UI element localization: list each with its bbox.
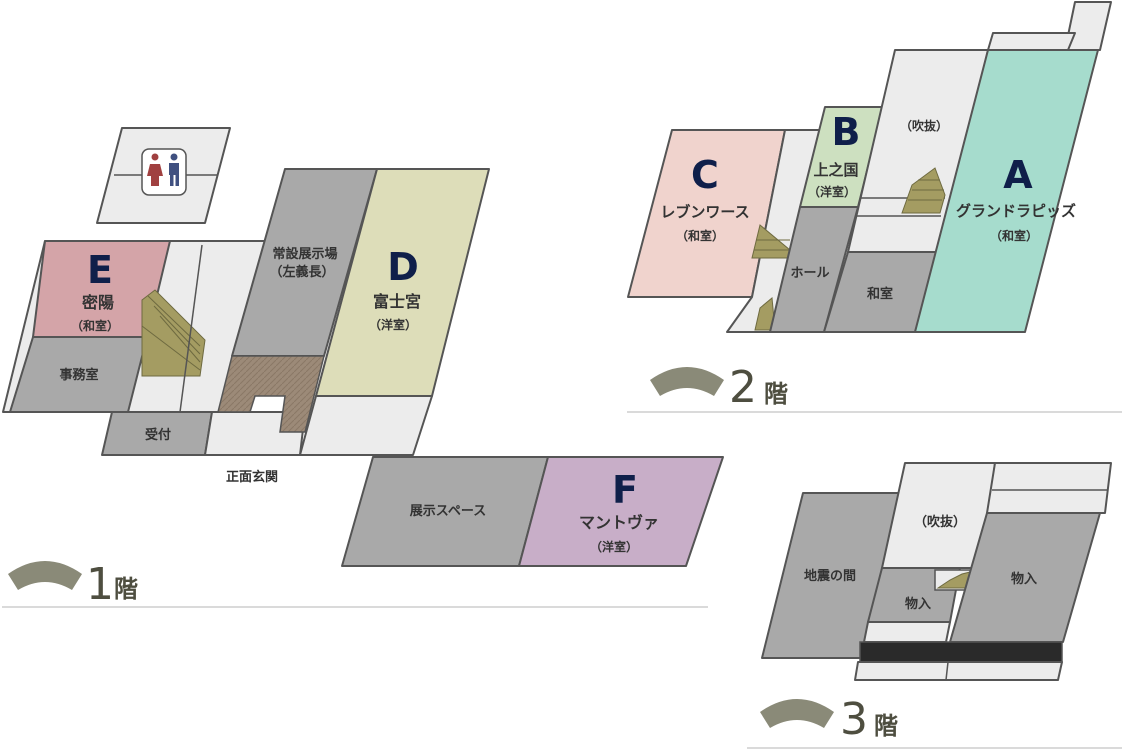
room-c-letter: C [691, 153, 719, 197]
room-office-name: 事務室 [59, 367, 98, 383]
entrance-name: 正面玄関 [226, 469, 278, 485]
room-storage-1-name: 物入 [905, 596, 931, 612]
room-b-type: （洋室） [808, 184, 856, 199]
floor-1-plan: E 密陽 （和室） 事務室 受付 常設展示場 （左義長） D 富士宮 （洋室） … [2, 127, 724, 610]
room-b-letter: B [832, 110, 861, 154]
strip-3f-bottom [863, 621, 951, 643]
room-d-letter: D [387, 245, 419, 289]
room-f[interactable] [518, 456, 724, 567]
room-e-name: 密陽 [81, 293, 114, 312]
room-storage-2-name: 物入 [1011, 571, 1037, 587]
room-hall-name: ホール [790, 266, 829, 281]
room-permanent-name-2: （左義長） [269, 264, 334, 280]
room-d-name: 富士宮 [373, 292, 421, 311]
room-washitsu-name: 和室 [867, 286, 893, 302]
floor3-kai: 階 [874, 712, 898, 740]
floor2-kai: 階 [764, 380, 788, 408]
room-a-name: グランドラピッズ [956, 202, 1076, 220]
room-c-name: レブンワース [660, 203, 749, 221]
strip-3f-base [854, 661, 1063, 681]
room-f-name: マントヴァ [579, 513, 659, 532]
veranda-bar [859, 641, 1063, 663]
stairs-icon [141, 289, 206, 377]
corridor-1f [299, 395, 433, 456]
room-b-name: 上之国 [813, 161, 858, 179]
room-void-3f-name: （吹抜） [914, 514, 966, 530]
room-e-type: （和室） [71, 318, 119, 333]
room-void-2f-name: （吹抜） [900, 118, 948, 133]
floor2-number: 2 [729, 362, 757, 413]
floor-2-plan: C レブンワース （和室） B 上之国 （洋室） （吹抜） A グランドラピッズ… [627, 1, 1122, 413]
stairs-icon [901, 167, 946, 214]
stairs-icon [934, 569, 974, 591]
room-f-type: （洋室） [590, 539, 638, 554]
tower-step [987, 32, 1076, 51]
room-f-letter: F [612, 468, 638, 512]
room-a-type: （和室） [990, 228, 1038, 243]
floor1-number: 1 [86, 559, 114, 610]
room-c-type: （和室） [676, 228, 724, 243]
floor-3-plan: 地震の間 （吹抜） 物入 物入 3 階 [747, 462, 1122, 749]
room-d-type: （洋室） [369, 317, 417, 332]
room-exhibit-name: 展示スペース [410, 504, 486, 519]
room-a[interactable] [914, 49, 1099, 333]
room-earthquake-name: 地震の間 [804, 568, 856, 584]
wood-floor [217, 355, 325, 433]
strip-3f [986, 462, 1112, 514]
fan-icon [650, 367, 724, 396]
room-permanent-name-1: 常設展示場 [272, 246, 337, 262]
room-storage-2[interactable] [949, 512, 1101, 643]
fan-icon [760, 699, 834, 728]
floor3-number: 3 [840, 694, 868, 745]
room-a-letter: A [1003, 153, 1033, 197]
fan-icon [8, 561, 82, 590]
restroom-icon [141, 148, 187, 196]
floor1-kai: 階 [114, 575, 138, 603]
room-reception-name: 受付 [145, 427, 171, 443]
room-e-letter: E [87, 248, 113, 292]
